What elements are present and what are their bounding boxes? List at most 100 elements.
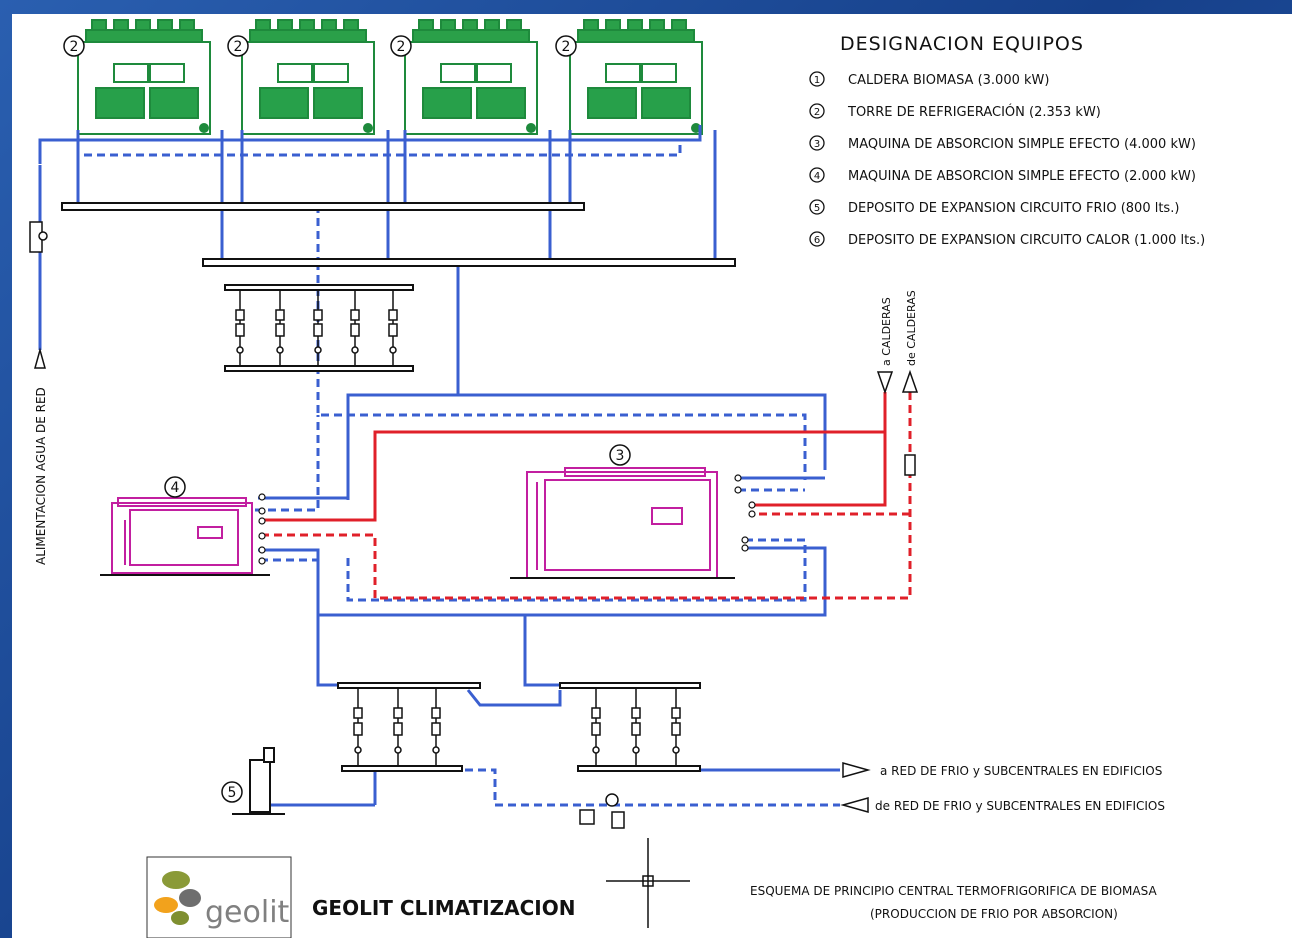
water-supply-fittings bbox=[29, 221, 48, 369]
legend-item-number: 4 bbox=[814, 171, 820, 182]
machine-4-label: 4 bbox=[164, 476, 186, 498]
water-supply-label: ALIMENTACION AGUA DE RED bbox=[34, 387, 48, 565]
collector-pumps-3 bbox=[559, 682, 701, 689]
legend-number-circle-icon bbox=[809, 231, 825, 247]
network-arrows bbox=[579, 762, 871, 829]
collector-pumps-1b bbox=[224, 365, 414, 372]
valve-icon bbox=[258, 517, 266, 525]
logo-box bbox=[146, 856, 292, 938]
cold-water-pipes bbox=[38, 125, 840, 807]
legend-item-text: DEPOSITO DE EXPANSION CIRCUITO FRIO (800… bbox=[848, 201, 1179, 216]
collector-top-1 bbox=[61, 202, 585, 211]
valve-icon bbox=[258, 546, 266, 554]
to-boilers-pipe bbox=[752, 392, 887, 507]
tower-supply-dashed bbox=[76, 140, 682, 175]
legend-item-number: 2 bbox=[814, 107, 820, 118]
legend-item-text: DEPOSITO DE EXPANSION CIRCUITO CALOR (1.… bbox=[848, 233, 1205, 248]
legend-item-number: 5 bbox=[814, 203, 820, 214]
legend-item-text: CALDERA BIOMASA (3.000 kW) bbox=[848, 73, 1049, 88]
company-name: GEOLIT CLIMATIZACION bbox=[312, 896, 576, 920]
legend-number-circle-icon bbox=[809, 199, 825, 215]
cooling-tower bbox=[404, 19, 538, 135]
from-boilers-pipe bbox=[262, 392, 912, 600]
pump bbox=[350, 290, 360, 366]
tower-number: 2 bbox=[397, 39, 406, 55]
tank-5-label: 5 bbox=[221, 781, 243, 803]
caption-line-2: (PRODUCCION DE FRIO POR ABSORCION) bbox=[870, 907, 1118, 921]
to-network-arrow-icon bbox=[842, 762, 871, 778]
schematic-diagram: 2 2 2 2 4 3 5 ALIMENTACION AGUA DE RED a CA… bbox=[29, 19, 1205, 938]
legend: DESIGNACION EQUIPOS 1 CALDERA BIOMASA (3.… bbox=[809, 33, 1205, 248]
legend-number-circle-icon bbox=[809, 103, 825, 119]
collector-pumps-1 bbox=[224, 284, 414, 291]
pump bbox=[388, 290, 398, 366]
pump bbox=[671, 688, 681, 766]
collector-pumps-2b bbox=[341, 765, 463, 772]
footer: geolit GEOLIT CLIMATIZACION ESQUEMA DE P… bbox=[146, 838, 1157, 938]
cooling-tower bbox=[569, 19, 703, 135]
legend-item: 5 DEPOSITO DE EXPANSION CIRCUITO FRIO (80… bbox=[809, 199, 1179, 216]
absorption-machine-4 bbox=[100, 497, 270, 576]
legend-item-text: TORRE DE REFRIGERACIÓN (2.353 kW) bbox=[847, 104, 1101, 120]
tower-number: 2 bbox=[70, 39, 79, 55]
legend-item-text: MAQUINA DE ABSORCION SIMPLE EFECTO (2.00… bbox=[848, 169, 1196, 184]
legend-item-number: 6 bbox=[814, 235, 820, 246]
boiler-arrows bbox=[876, 369, 919, 476]
caption-line-1: ESQUEMA DE PRINCIPIO CENTRAL TERMOFRIGOR… bbox=[750, 884, 1157, 898]
collector-pumps-3b bbox=[577, 765, 701, 772]
cooling-tower bbox=[241, 19, 375, 135]
legend-item-text: MAQUINA DE ABSORCION SIMPLE EFECTO (4.00… bbox=[848, 137, 1196, 152]
legend-number-circle-icon bbox=[809, 135, 825, 151]
valve-icon bbox=[748, 501, 756, 509]
expansion-tank-5 bbox=[232, 747, 285, 815]
pump bbox=[431, 688, 441, 766]
legend-item: 1 CALDERA BIOMASA (3.000 kW) bbox=[809, 71, 1049, 88]
cooling-towers bbox=[77, 19, 703, 135]
tower-number-label: 2 bbox=[227, 35, 249, 57]
collectors bbox=[61, 202, 736, 772]
machine-3-number: 3 bbox=[616, 448, 625, 464]
machine-4-number: 4 bbox=[171, 480, 180, 496]
legend-number-circle-icon bbox=[809, 71, 825, 87]
hot-water-pipes bbox=[262, 392, 912, 600]
absorption-machine-3 bbox=[510, 467, 735, 579]
tower-number-label: 2 bbox=[63, 35, 85, 57]
tower-number: 2 bbox=[234, 39, 243, 55]
tower-return-line bbox=[38, 125, 702, 164]
from-network-label: de RED DE FRIO y SUBCENTRALES EN EDIFICI… bbox=[875, 799, 1165, 813]
valve-icon bbox=[258, 507, 266, 515]
valve-icon bbox=[741, 536, 749, 544]
tower-number-labels: 2 2 2 2 bbox=[63, 35, 577, 57]
to-boilers-label: a CALDERAS bbox=[880, 297, 893, 366]
legend-title: DESIGNACION EQUIPOS bbox=[840, 33, 1084, 55]
cooling-tower bbox=[77, 19, 211, 135]
valve-icon bbox=[741, 544, 749, 552]
legend-number-circle-icon bbox=[809, 167, 825, 183]
tower-number: 2 bbox=[562, 39, 571, 55]
valve-icon bbox=[734, 474, 742, 482]
from-network-arrow-icon bbox=[840, 797, 869, 813]
valve-icon bbox=[258, 557, 266, 565]
pump bbox=[591, 688, 601, 766]
pump bbox=[275, 290, 285, 366]
to-boilers-arrow-icon bbox=[876, 371, 894, 395]
machine-3-label: 3 bbox=[609, 444, 631, 466]
pump bbox=[353, 688, 363, 766]
drawing-sheet: 2 2 2 2 4 3 5 ALIMENTACION AGUA DE RED a CA… bbox=[12, 14, 1292, 938]
valve-icon bbox=[748, 510, 756, 518]
legend-item: 3 MAQUINA DE ABSORCION SIMPLE EFECTO (4.0… bbox=[809, 135, 1196, 152]
valve-icon bbox=[258, 493, 266, 501]
valve-icon bbox=[734, 486, 742, 494]
tower-number-label: 2 bbox=[390, 35, 412, 57]
legend-item-number: 3 bbox=[814, 139, 820, 150]
legend-item-number: 1 bbox=[814, 75, 820, 86]
geolit-logo-icon bbox=[154, 871, 201, 925]
legend-item: 2 TORRE DE REFRIGERACIÓN (2.353 kW) bbox=[809, 103, 1101, 120]
pump-groups bbox=[235, 290, 681, 766]
legend-item: 4 MAQUINA DE ABSORCION SIMPLE EFECTO (2.0… bbox=[809, 167, 1196, 184]
pump bbox=[393, 688, 403, 766]
logo-text: geolit bbox=[205, 895, 290, 930]
crosshair-icon bbox=[606, 838, 690, 928]
hot-supply-pipe bbox=[262, 430, 885, 522]
